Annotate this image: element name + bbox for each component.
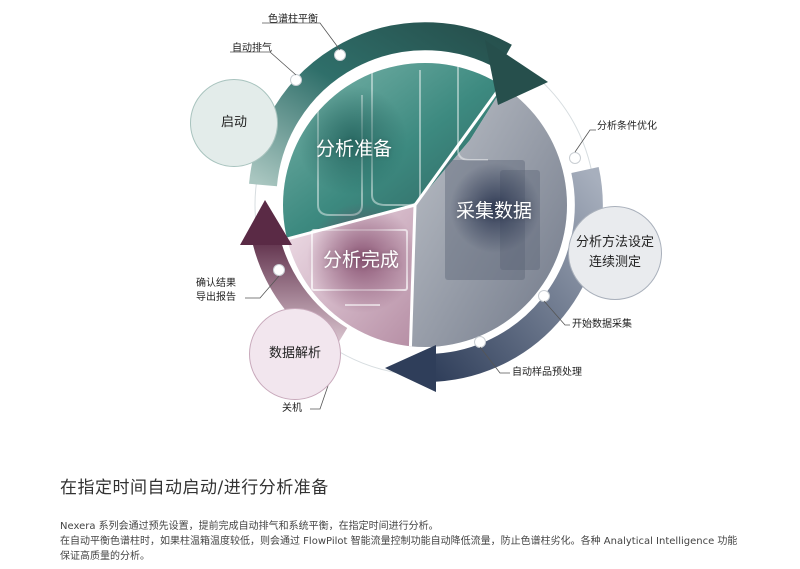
stage-method-label-1: 分析方法设定	[575, 235, 654, 250]
callout-auto-prep: 自动样品预处理	[512, 367, 582, 378]
arrow-head-acquire	[385, 345, 436, 392]
section-body-line-1: Nexera 系列会通过预先设置，提前完成自动排气和系统平衡，在指定时间进行分析…	[60, 521, 439, 532]
section-title: 在指定时间自动启动/进行分析准备	[60, 478, 329, 498]
callout-confirm: 确认结果 导出报告	[196, 277, 236, 305]
callout-auto-purge: 自动排气	[232, 43, 272, 54]
arrow-head-prep	[485, 40, 548, 105]
callout-confirm-line-2: 导出报告	[196, 292, 236, 303]
arrow-head-complete	[240, 200, 292, 245]
section-body-line-3: 保证高质量的分析。	[60, 551, 150, 562]
phase-acquire-label: 采集数据	[456, 200, 533, 222]
workflow-diagram: 启动 分析方法设定 连续测定 数据解析 分析准备 采集数据 分析完成 色谱柱平衡…	[190, 14, 662, 414]
stage-startup-circle: 启动	[190, 79, 278, 167]
callout-column-balance: 色谱柱平衡	[268, 14, 318, 25]
stage-method-circle: 分析方法设定 连续测定	[568, 206, 662, 300]
workflow-cycle-graphic	[230, 22, 603, 410]
section-body: Nexera 系列会通过预先设置，提前完成自动排气和系统平衡，在指定时间进行分析…	[60, 519, 790, 564]
stage-startup-label: 启动	[220, 115, 247, 130]
phase-prep-label: 分析准备	[316, 138, 393, 160]
callout-confirm-line-1: 确认结果	[196, 278, 236, 289]
phase-complete-label: 分析完成	[323, 249, 400, 271]
stage-analysis-label: 数据解析	[268, 346, 321, 361]
callout-shutdown: 关机	[282, 403, 302, 414]
callout-start-acq: 开始数据采集	[572, 319, 632, 330]
callout-condition-opt: 分析条件优化	[597, 121, 657, 132]
stage-method-label-2: 连续测定	[588, 255, 641, 270]
section-body-line-2: 在自动平衡色谱柱时，如果柱温箱温度较低，则会通过 FlowPilot 智能流量控…	[60, 536, 738, 547]
arc-acquire	[424, 167, 603, 383]
callout-lines	[230, 22, 596, 410]
stage-analysis-circle: 数据解析	[249, 308, 341, 400]
